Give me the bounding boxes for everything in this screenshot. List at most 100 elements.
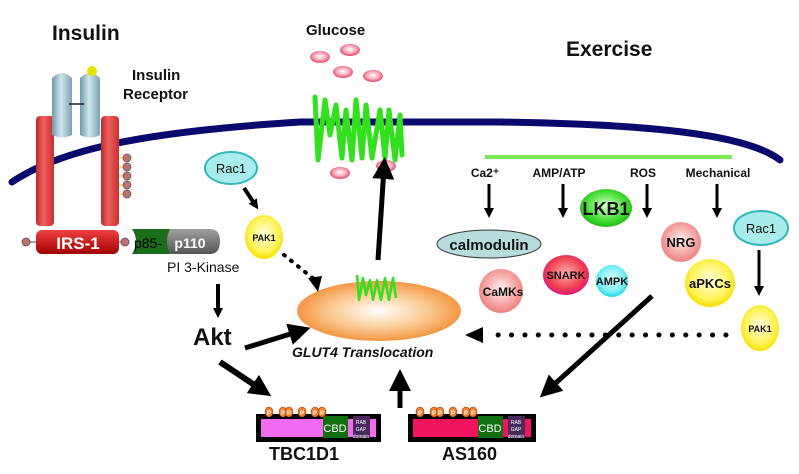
rac1-right-label: Rac1 [746, 221, 776, 236]
phospho-label: P [438, 411, 442, 417]
snark-label: SNARK [546, 270, 585, 282]
glucose-molecule-icon [330, 167, 350, 179]
irs1-box [36, 230, 119, 254]
phospho-site-icon [415, 406, 425, 418]
phospho-site-icon [435, 406, 445, 418]
phospho-label: P [471, 411, 475, 417]
glut4-translocation-label: GLUT4 Translocation [292, 344, 434, 360]
receptor-label-line1: Insulin [132, 67, 181, 84]
phospho-site-icon [448, 406, 458, 418]
rac1-left-node [204, 151, 258, 185]
phospho-site-icon [122, 180, 132, 190]
phospho-label: P [432, 411, 436, 417]
nrg-node [661, 222, 701, 262]
phospho-site-icon [21, 237, 31, 247]
insulin-receptor [36, 66, 132, 226]
receptor-label-line2: Receptor [123, 86, 189, 103]
stimulus-ros: ROS [630, 166, 656, 180]
arrow-rac1-to-pak1 [242, 186, 259, 210]
arrowhead-icon [465, 327, 483, 343]
glut4-vesicle [297, 281, 461, 341]
glut4-transporter [312, 94, 405, 163]
ampk-node [596, 265, 628, 297]
glucose-title: Glucose [306, 22, 366, 39]
stimulus-mechanical: Mechanical [686, 166, 751, 180]
as160-label: AS160 [442, 444, 498, 464]
ampk-label: AMPK [596, 276, 628, 288]
pi3k-label: PI 3-Kinase [167, 259, 240, 275]
receptor-phospho-sites [119, 153, 132, 199]
phospho-label: P [287, 411, 291, 417]
lkb1-label: LKB1 [582, 199, 629, 219]
as160-rabgap-l3: domain [508, 434, 525, 440]
exercise-title: Exercise [566, 38, 653, 61]
as160-rabgap-l2: GAP [511, 427, 522, 433]
calmodulin-label: calmodulin [449, 237, 528, 254]
phospho-label: P [451, 411, 455, 417]
tbc1d1-rabgap-l1: RAB [356, 420, 367, 426]
lkb1-node [580, 189, 632, 227]
phospho-label: P [267, 411, 271, 417]
snark-node [543, 255, 589, 295]
phospho-site-icon [120, 237, 130, 247]
arrow-akt-to-tbc1d1 [218, 359, 272, 397]
phospho-site-icon [122, 162, 132, 172]
irs1-pi3k-complex [21, 229, 220, 254]
pak1-right-node [741, 305, 779, 351]
phospho-site-icon [122, 171, 132, 181]
arrow-exercise-to-as160 [539, 294, 654, 398]
phospho-label: P [313, 411, 317, 417]
glucose-molecule-icon [340, 44, 360, 56]
as160-cbd-label: CBD [478, 423, 501, 435]
tbc1d1-rabgap-l2: GAP [356, 427, 367, 433]
pak1-left-label: PAK1 [252, 233, 275, 243]
phospho-site-icon [264, 406, 274, 418]
phospho-label: P [300, 411, 304, 417]
glucose-molecule-icon [333, 66, 353, 78]
p110-label: p110 [174, 235, 205, 251]
insulin-receptor-label: Insulin Receptor [123, 66, 188, 104]
pak1-left-node [245, 215, 283, 259]
apkcs-label: aPKCs [689, 276, 731, 291]
phospho-site-icon [122, 153, 132, 163]
irs1-label: IRS-1 [56, 234, 99, 253]
nrg-label: NRG [667, 235, 696, 250]
phospho-label: P [281, 411, 285, 417]
tbc1d1-rabgap-l3: domain [353, 434, 370, 440]
apkcs-node [685, 259, 735, 307]
camks-label: CaMKs [483, 285, 524, 299]
phospho-site-icon [122, 189, 132, 199]
calmodulin-node [436, 229, 542, 259]
phospho-label: P [320, 411, 324, 417]
insulin-title: Insulin [52, 22, 120, 45]
phospho-site-icon [284, 406, 294, 418]
camks-node [479, 269, 523, 313]
stimulus-ca2: Ca2⁺ [471, 166, 499, 180]
arrow-vesicle-to-membrane [372, 157, 395, 261]
tbc1d1-cbd-label: CBD [323, 423, 346, 435]
phospho-site-icon [468, 406, 478, 418]
rac1-left-label: Rac1 [216, 161, 246, 176]
pak1-right-label: PAK1 [748, 324, 771, 334]
glucose-molecule-icon [310, 51, 330, 63]
p85-box [132, 229, 170, 254]
rac1-right-node [733, 210, 789, 246]
phospho-site-icon [297, 406, 307, 418]
akt-label: Akt [193, 324, 232, 351]
phospho-site-icon [317, 406, 327, 418]
arrow-akt-to-vesicle [244, 323, 311, 351]
as160-rabgap-l1: RAB [511, 420, 522, 426]
dotted-arrow-pak1-to-vesicle [282, 253, 317, 282]
p85-label: p85- [134, 235, 162, 251]
stimulus-ampatp: AMP/ATP [532, 166, 585, 180]
phospho-label: P [418, 411, 422, 417]
arrowhead-icon [308, 276, 322, 292]
phospho-label: P [464, 411, 468, 417]
glucose-molecule-icon [363, 70, 383, 82]
